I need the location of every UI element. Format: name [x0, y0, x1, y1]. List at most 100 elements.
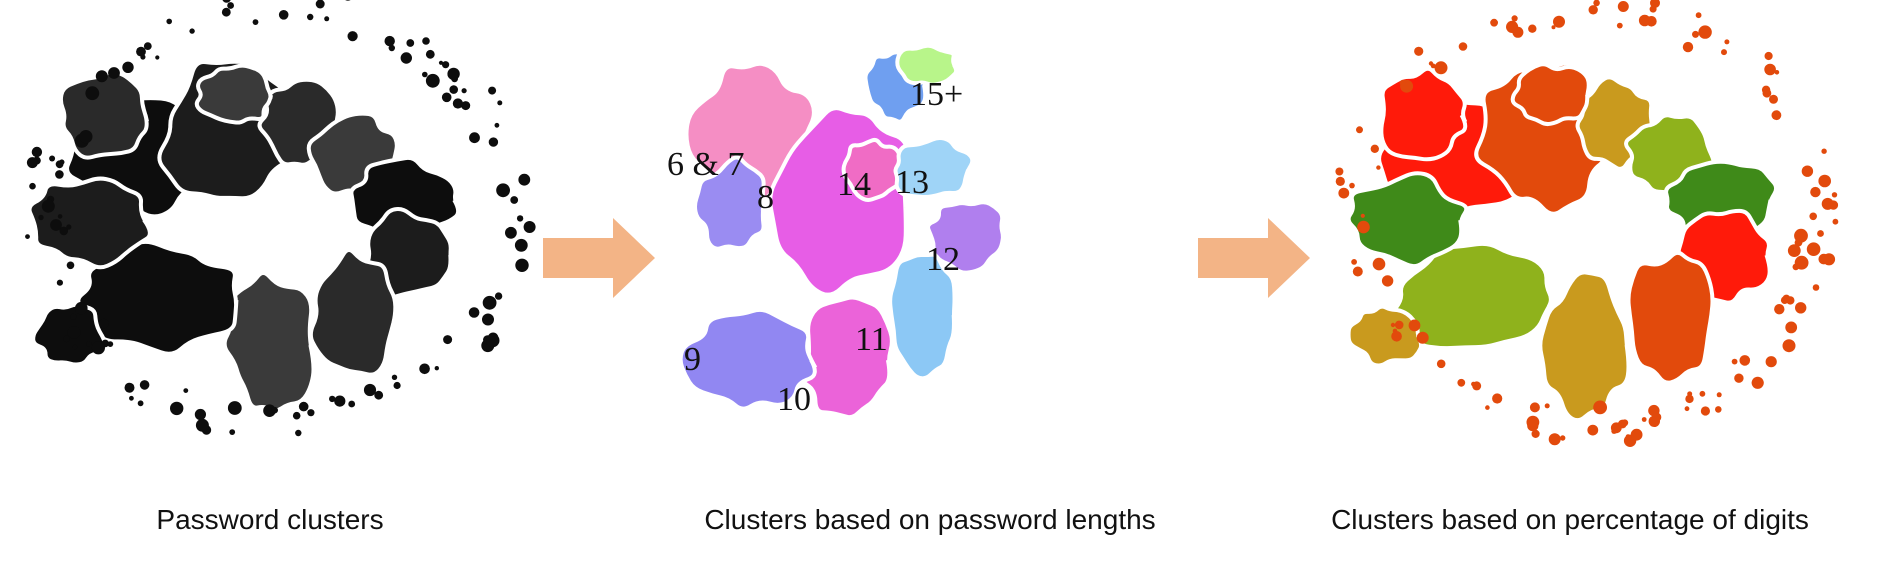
- outlier-dot: [1588, 5, 1598, 15]
- outlier-dot: [1356, 126, 1363, 134]
- outlier-dot: [1831, 192, 1838, 198]
- outlier-dot: [166, 18, 172, 25]
- outlier-dot: [1434, 61, 1448, 75]
- outlier-dot: [122, 61, 134, 73]
- outlier-dot: [1357, 220, 1370, 234]
- outlier-dot: [1458, 42, 1468, 51]
- outlier-dot: [1490, 18, 1498, 27]
- outlier-dot: [1352, 266, 1363, 277]
- outlier-dot: [1649, 5, 1657, 13]
- cluster-blob: [58, 70, 149, 160]
- outlier-dot: [271, 406, 279, 414]
- outlier-dot: [252, 19, 259, 25]
- outlier-dot: [393, 381, 401, 390]
- outlier-dot: [1721, 49, 1727, 56]
- outlier-dot: [1648, 415, 1660, 427]
- outlier-dot: [469, 132, 480, 144]
- outlier-dot: [329, 395, 336, 403]
- outlier-dot: [1560, 435, 1566, 441]
- outlier-dot: [1785, 321, 1798, 334]
- outlier-dot: [488, 86, 497, 95]
- outlier-dot: [1682, 41, 1694, 53]
- outlier-dot: [1335, 176, 1345, 186]
- cluster-label-11: 11: [855, 321, 888, 358]
- length-cluster-blob: [895, 43, 959, 87]
- outlier-dot: [55, 170, 64, 179]
- length-cluster-blob: [678, 307, 818, 411]
- outlier-dot: [1769, 94, 1778, 104]
- outlier-dot: [1698, 25, 1712, 39]
- outlier-dot: [419, 363, 430, 375]
- outlier-dot: [1794, 238, 1803, 247]
- caption-password-clusters: Password clusters: [156, 504, 384, 535]
- outlier-dot: [1761, 85, 1771, 95]
- outlier-dot: [1587, 424, 1599, 436]
- outlier-dot: [70, 313, 77, 320]
- outlier-dot: [324, 16, 330, 22]
- outlier-dot: [1684, 406, 1690, 412]
- outlier-dot: [1774, 70, 1780, 75]
- cluster-blob: [222, 271, 316, 413]
- outlier-dot: [1765, 356, 1777, 368]
- caption-length-clusters: Clusters based on password lengths: [704, 504, 1156, 535]
- outlier-dot: [1457, 378, 1466, 387]
- outlier-dot: [1414, 46, 1424, 56]
- length-cluster-blob: [926, 200, 1006, 275]
- outlier-dot: [1812, 284, 1820, 291]
- outlier-dot: [1724, 39, 1730, 45]
- outlier-dot: [59, 226, 69, 236]
- outlier-dot: [1544, 403, 1550, 409]
- outlier-dot: [194, 408, 206, 421]
- outlier-dot: [139, 380, 150, 390]
- outlier-dot: [400, 52, 412, 64]
- outlier-dot: [292, 411, 301, 420]
- outlier-dot: [1529, 402, 1540, 413]
- digit-cluster-blob: [1346, 171, 1469, 269]
- outlier-dot: [1349, 182, 1355, 189]
- outlier-dot: [66, 224, 72, 230]
- outlier-dot: [1771, 110, 1782, 121]
- outlier-dot: [278, 10, 289, 20]
- outlier-dot: [1399, 79, 1407, 87]
- outlier-dot: [95, 70, 108, 83]
- length-cluster-blob: [893, 135, 975, 200]
- outlier-dot: [461, 101, 471, 111]
- outlier-dot: [1692, 30, 1699, 38]
- outlier-dot: [497, 100, 503, 106]
- outlier-dot: [1408, 319, 1421, 332]
- digit-cluster-blob: [1346, 304, 1424, 368]
- length-cluster-blob: [888, 252, 957, 381]
- outlier-dot: [1394, 320, 1404, 330]
- outlier-dot: [1685, 394, 1694, 404]
- cluster-label-12: 12: [926, 241, 960, 278]
- length-cluster-blob: [693, 155, 766, 251]
- right-arrow-shape: [543, 218, 655, 298]
- outlier-dot: [1821, 148, 1827, 154]
- outlier-dot: [59, 159, 65, 165]
- outlier-dot: [363, 383, 377, 397]
- cluster-label-13: 13: [895, 164, 929, 201]
- outlier-dot: [107, 341, 114, 347]
- outlier-dot: [488, 137, 499, 147]
- length-cluster-blob: [841, 137, 904, 202]
- outlier-dot: [56, 279, 64, 286]
- outlier-dot: [425, 49, 435, 59]
- outlier-dot: [1372, 257, 1386, 271]
- outlier-dot: [1485, 405, 1490, 410]
- outlier-dot: [26, 157, 38, 169]
- outlier-dot: [29, 182, 36, 190]
- right-arrow-shape: [1198, 218, 1310, 298]
- outlier-dot: [85, 86, 100, 101]
- outlier-dot: [1818, 253, 1830, 265]
- outlier-dot: [1700, 406, 1710, 416]
- outlier-dot: [67, 326, 81, 339]
- cluster-blob: [194, 63, 273, 125]
- right-arrow-icon: [1198, 218, 1318, 303]
- outlier-dot: [1506, 20, 1519, 33]
- outlier-dot: [388, 44, 395, 52]
- length-clusters-scatter: 15+ 6 & 7 8 14 13 12 9 11 10: [667, 43, 1006, 420]
- outlier-dot: [496, 183, 510, 198]
- outlier-dot: [1370, 144, 1379, 153]
- cluster-label-8: 8: [757, 179, 774, 216]
- outlier-dot: [1492, 393, 1503, 404]
